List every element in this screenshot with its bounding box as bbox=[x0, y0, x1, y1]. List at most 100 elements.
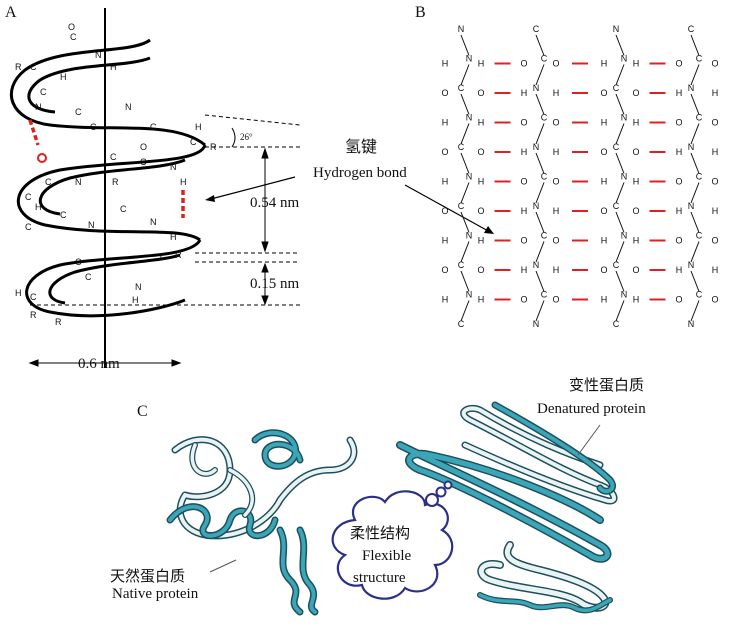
sheet-atom: N bbox=[466, 113, 473, 123]
svg-text:C: C bbox=[25, 222, 32, 232]
sheet-atom: C bbox=[613, 201, 620, 211]
native-label-cn: 天然蛋白质 bbox=[110, 568, 185, 585]
svg-text:R: R bbox=[112, 177, 119, 187]
sheet-atom: H bbox=[478, 236, 485, 246]
strand-bond bbox=[460, 152, 470, 174]
strand-bond bbox=[690, 270, 700, 292]
strand-bond bbox=[460, 64, 470, 86]
svg-text:H: H bbox=[15, 288, 22, 298]
sheet-atom: O bbox=[675, 295, 682, 305]
strand-bond bbox=[690, 123, 700, 145]
sheet-atom: O bbox=[441, 265, 448, 275]
sheet-atom: O bbox=[520, 59, 527, 69]
strand-bond bbox=[535, 34, 545, 56]
svg-text:H: H bbox=[170, 232, 177, 242]
cloud-bubble-1 bbox=[425, 493, 439, 507]
strand-bond bbox=[615, 300, 625, 322]
svg-text:N: N bbox=[150, 217, 157, 227]
svg-text:H: H bbox=[195, 122, 202, 132]
svg-text:C: C bbox=[30, 62, 37, 72]
helix-angle: 26° bbox=[240, 132, 253, 142]
sheet-atom: C bbox=[696, 231, 703, 241]
sheet-atom: N bbox=[688, 142, 695, 152]
sheet-atom: N bbox=[466, 231, 473, 241]
svg-text:N: N bbox=[35, 102, 42, 112]
sheet-atom: O bbox=[711, 177, 718, 187]
sheet-atom: O bbox=[632, 147, 639, 157]
sheet-atom: H bbox=[633, 295, 640, 305]
svg-text:C: C bbox=[120, 204, 127, 214]
denatured-leader-line bbox=[577, 424, 601, 456]
svg-text:R: R bbox=[15, 62, 22, 72]
sheet-atom: H bbox=[478, 295, 485, 305]
sheet-atom: O bbox=[711, 236, 718, 246]
svg-text:N: N bbox=[125, 102, 132, 112]
sheet-atom: N bbox=[466, 54, 473, 64]
panel-label-b: B bbox=[415, 4, 426, 21]
sheet-atom: H bbox=[601, 177, 608, 187]
cloud-bubble-2 bbox=[435, 486, 447, 498]
sheet-atom: O bbox=[632, 265, 639, 275]
sheet-atom: N bbox=[533, 201, 540, 211]
strand-bond bbox=[460, 300, 470, 322]
svg-text:C: C bbox=[110, 152, 117, 162]
sheet-atom: N bbox=[466, 290, 473, 300]
strand-bond bbox=[460, 270, 470, 292]
sheet-atom: N bbox=[533, 260, 540, 270]
sheet-atom: N bbox=[621, 290, 628, 300]
sheet-atom: O bbox=[441, 88, 448, 98]
sheet-atom: H bbox=[676, 88, 683, 98]
strand-bond bbox=[460, 93, 470, 115]
strand-bond bbox=[535, 152, 545, 174]
sheet-atom: O bbox=[600, 88, 607, 98]
sheet-atom: O bbox=[632, 88, 639, 98]
arrow-to-helix bbox=[206, 176, 296, 201]
sheet-atom: N bbox=[458, 24, 465, 34]
sheet-atom: O bbox=[675, 59, 682, 69]
strand-bond bbox=[460, 241, 470, 263]
arrow-to-sheet bbox=[404, 184, 491, 233]
helix-dimensions bbox=[28, 114, 301, 367]
sheet-atom: H bbox=[712, 265, 719, 275]
denatured-label-en: Denatured protein bbox=[537, 401, 646, 417]
sheet-atom: N bbox=[466, 172, 473, 182]
sheet-atom: O bbox=[477, 206, 484, 216]
sheet-atom: H bbox=[553, 206, 560, 216]
sheet-atom: O bbox=[552, 236, 559, 246]
sheet-atom: H bbox=[521, 265, 528, 275]
sheet-atom: C bbox=[541, 231, 548, 241]
sheet-atom: C bbox=[458, 201, 465, 211]
strand-bond bbox=[535, 123, 545, 145]
sheet-atom: O bbox=[675, 236, 682, 246]
sheet-atom: H bbox=[442, 118, 449, 128]
sheet-atom: N bbox=[621, 54, 628, 64]
sheet-atom: H bbox=[442, 59, 449, 69]
svg-text:H: H bbox=[35, 202, 42, 212]
sheet-atom: O bbox=[711, 295, 718, 305]
sheet-atom: C bbox=[613, 83, 620, 93]
flexible-label-cn: 柔性结构 bbox=[350, 525, 410, 542]
panel-label-a: A bbox=[5, 4, 17, 21]
svg-text:H: H bbox=[132, 295, 139, 305]
sheet-atom: H bbox=[633, 177, 640, 187]
sheet-atom: O bbox=[520, 177, 527, 187]
sheet-atom: H bbox=[601, 118, 608, 128]
sheet-atom: O bbox=[675, 177, 682, 187]
beta-sheet: NNCNCNCNCNCCCNCNCNCNCNNNCNCNCNCNCCCNCNCN… bbox=[441, 24, 718, 329]
denatured-protein-ribbon bbox=[396, 401, 618, 614]
sheet-atom: O bbox=[520, 236, 527, 246]
dim-pitch-label: 0.54 nm bbox=[250, 195, 300, 211]
strand-bond bbox=[615, 241, 625, 263]
sheet-atom: H bbox=[676, 206, 683, 216]
sheet-atom: N bbox=[688, 83, 695, 93]
svg-text:N: N bbox=[88, 220, 95, 230]
svg-text:C: C bbox=[190, 137, 197, 147]
denatured-label-cn: 变性蛋白质 bbox=[569, 377, 644, 394]
svg-text:O: O bbox=[140, 142, 147, 152]
strand-bond bbox=[460, 34, 470, 56]
svg-text:C: C bbox=[150, 122, 157, 132]
sheet-atom: H bbox=[442, 177, 449, 187]
sheet-atom: H bbox=[521, 206, 528, 216]
strand-bond bbox=[690, 64, 700, 86]
sheet-atom: O bbox=[441, 206, 448, 216]
